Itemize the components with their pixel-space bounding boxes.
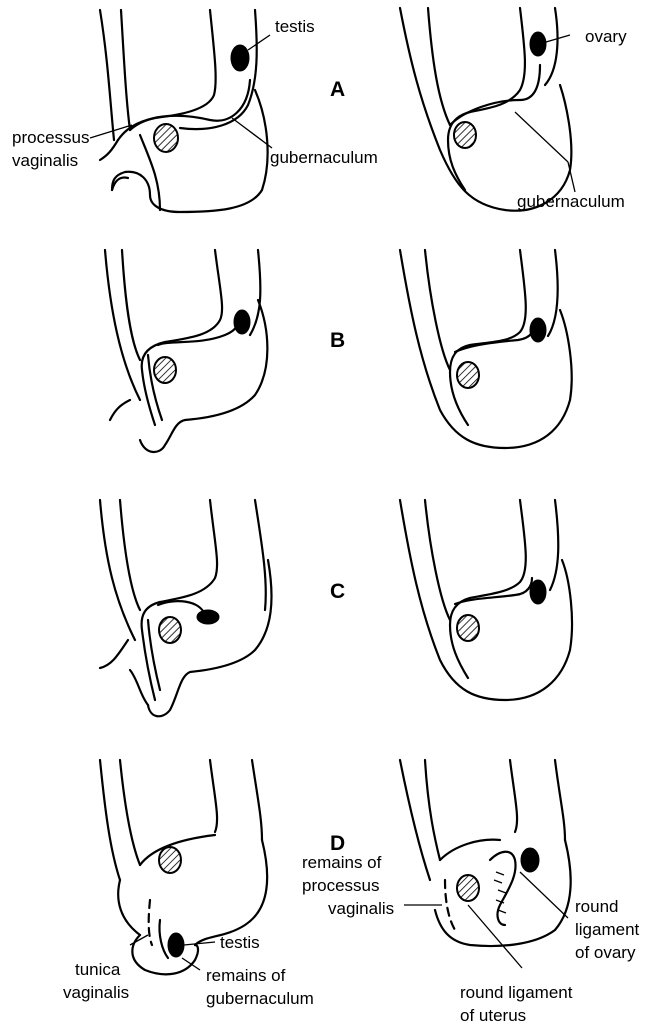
label-gubernaculum-female: gubernaculum [517,192,625,211]
label-round-ligament-ovary-line3: of ovary [575,943,636,962]
kidney-icon [457,615,479,641]
stage-letter-b: B [330,329,345,352]
ovary-icon [530,32,546,56]
kidney-icon [457,362,479,388]
label-tunica-vaginalis-line1: tunica [75,960,121,979]
label-remains-gubernaculum-line1: remains of [206,966,286,985]
leader-lines [90,35,575,970]
label-remains-processus-line3: vaginalis [328,899,394,918]
testis-icon [231,45,249,71]
ovary-icon [530,580,546,604]
testis-icon [168,933,184,957]
stage-letter-d: D [330,832,345,855]
label-testis-d: testis [220,933,260,952]
stage-a-male-figure [100,10,268,212]
label-remains-processus-line2: processus [302,876,379,895]
label-round-ligament-uterus-line2: of uterus [460,1006,526,1025]
label-processus-vaginalis-line1: processus [12,128,89,147]
stage-d-female-figure [400,760,571,946]
label-round-ligament-ovary-line1: round [575,897,618,916]
ovary-icon [530,318,546,342]
stage-b-female-figure [400,250,572,448]
label-round-ligament-ovary-line2: ligament [575,920,640,939]
stage-a-female-figure [400,8,571,211]
testis-icon [234,310,250,334]
testis-icon [197,610,219,624]
label-remains-processus-line1: remains of [302,853,382,872]
stage-letter-a: A [330,78,345,101]
stage-c-female-figure [400,500,572,700]
label-ovary: ovary [585,27,627,46]
kidney-icon [154,124,178,152]
uterine-tube-icon [490,852,516,925]
stage-b-male-figure [105,250,267,452]
kidney-icon [154,357,176,383]
kidney-icon [454,122,476,148]
label-testis-a: testis [275,17,315,36]
label-round-ligament-uterus-line1: round ligament [460,983,573,1002]
ovary-icon [521,848,539,872]
label-remains-gubernaculum-line2: gubernaculum [206,989,314,1008]
stage-c-male-figure [100,500,272,716]
kidney-icon [159,847,181,873]
stage-letter-c: C [330,580,345,603]
label-gubernaculum-male: gubernaculum [270,148,378,167]
label-tunica-vaginalis-line2: vaginalis [63,983,129,1002]
kidney-icon [457,875,479,901]
kidney-icon [159,617,181,643]
label-processus-vaginalis-line2: vaginalis [12,151,78,170]
